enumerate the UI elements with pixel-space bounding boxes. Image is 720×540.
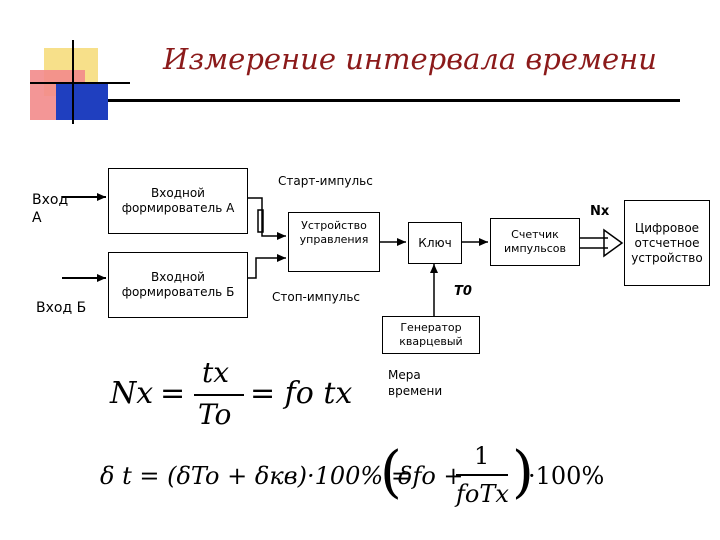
- formula-2-lhs: δ t = (δTo + δкв)·100% =: [100, 462, 411, 490]
- formula-2-numerator: 1: [474, 442, 490, 470]
- formula-1-equals: =: [160, 376, 186, 411]
- formula-1-rhs: = fo tx: [250, 376, 353, 411]
- stop-pulse-line: [248, 254, 286, 279]
- start-pulse-symbol: [257, 209, 264, 233]
- key-block: Ключ: [408, 222, 462, 264]
- formula-nx: Nx = tx To = fo tx: [110, 356, 390, 438]
- formula-1-fraction-bar: [194, 394, 244, 396]
- generator-block: Генератор кварцевый: [382, 316, 480, 354]
- t0-label: T0: [454, 284, 472, 299]
- formula-1-denominator: To: [198, 398, 232, 431]
- formula-1-numerator: tx: [202, 356, 230, 389]
- shaper-b-block: Входной формирователь Б: [108, 252, 248, 318]
- formula-2-denominator: foTx: [456, 480, 509, 508]
- logo-horizontal-line: [30, 82, 130, 84]
- formula-2-fraction-bar: [456, 474, 508, 476]
- logo-blue-square: [56, 84, 108, 120]
- nx-label: Nx: [590, 204, 610, 219]
- formula-delta-t: δ t = (δTo + δкв)·100% = ( δfo + 1 foTx …: [100, 440, 700, 530]
- display-block: Цифровое отсчетное устройство: [624, 200, 710, 286]
- input-a-label: Вход А: [32, 192, 69, 227]
- title-underline: [108, 99, 680, 102]
- formula-2-dfo: δfo +: [398, 462, 464, 490]
- counter-block: Счетчик импульсов: [490, 218, 580, 266]
- formula-2-open-paren: (: [380, 440, 402, 505]
- shaper-a-block: Входной формирователь А: [108, 168, 248, 234]
- formula-2-tail: ·100%: [528, 462, 605, 490]
- page-title: Измерение интервала времени: [163, 42, 657, 76]
- time-measure-label: Мера времени: [388, 368, 443, 398]
- control-block: Устройство управления: [288, 212, 380, 272]
- formula-2-close-paren: ): [512, 440, 534, 505]
- input-b-label: Вход Б: [36, 300, 87, 316]
- counter-to-display-arrowhead: [603, 228, 624, 258]
- formula-1-nx: Nx: [110, 376, 154, 411]
- stop-pulse-label: Стоп-импульс: [272, 290, 361, 304]
- start-pulse-label: Старт-импульс: [278, 174, 373, 188]
- start-pulse-line: [248, 197, 286, 240]
